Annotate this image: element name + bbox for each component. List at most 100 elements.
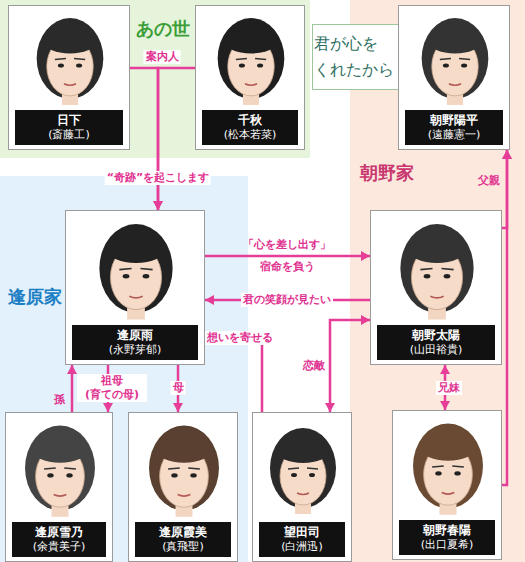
family-band: 逢原家逢原雨(永野芽郁) 逢原雪乃(余貴美子) 逢原霞美(真飛聖) xyxy=(0,176,248,562)
portrait-illustration xyxy=(393,413,503,519)
character-name: 望田司 xyxy=(259,524,345,540)
eye xyxy=(143,274,150,278)
character-box: 日下(斎藤工) xyxy=(8,5,130,150)
relation-label: 母 xyxy=(171,381,186,395)
brow xyxy=(55,59,85,60)
actor-name: (松本若菜) xyxy=(202,128,298,142)
relation-label: 父親 xyxy=(478,174,500,188)
eye xyxy=(309,473,315,477)
bangs xyxy=(429,29,482,53)
portrait-illustration xyxy=(371,213,503,324)
title-text: 君が心を くれたから xyxy=(314,31,398,83)
name-plate: 千秋(松本若菜) xyxy=(202,110,298,145)
brow xyxy=(288,468,318,469)
name-plate: 望田司(白洲迅) xyxy=(259,522,345,557)
mouth xyxy=(297,493,309,495)
hair xyxy=(25,426,95,511)
actor-name: (永野芽郁) xyxy=(72,343,198,357)
relation-label: 恋敵 xyxy=(303,359,325,373)
eye xyxy=(257,64,263,68)
character-name: 朝野陽平 xyxy=(405,112,503,128)
band-label: あの世 xyxy=(136,18,190,40)
actor-name: (出口夏希) xyxy=(399,538,495,552)
character-name: 朝野春陽 xyxy=(399,522,495,538)
relation-label: 君の笑顔が見たい xyxy=(241,293,333,307)
family-band: あの世日下(斎藤工) 千秋(松本若菜) xyxy=(0,0,310,158)
mouth xyxy=(64,84,76,86)
relation-label: 想いを寄せる xyxy=(205,331,275,345)
hair xyxy=(218,18,285,99)
portrait-illustration xyxy=(9,8,131,109)
character-box: 逢原雨(永野芽郁) xyxy=(65,210,205,365)
bangs xyxy=(420,435,475,460)
hair xyxy=(37,18,104,99)
arrow-head xyxy=(325,403,335,412)
portrait-illustration xyxy=(399,8,511,109)
brow xyxy=(168,468,200,469)
bangs xyxy=(32,437,87,462)
actor-name: (遠藤憲一) xyxy=(405,128,503,142)
character-box: 逢原霞美(真飛聖) xyxy=(128,412,238,562)
band-label: 朝野家 xyxy=(360,162,414,184)
hair xyxy=(149,426,219,511)
mouth xyxy=(54,495,67,497)
relation-label: 孫 xyxy=(54,393,65,407)
name-plate: 逢原霞美(真飛聖) xyxy=(135,522,231,557)
eye xyxy=(76,64,82,68)
mouth xyxy=(449,84,461,86)
eye xyxy=(58,64,64,68)
portrait-illustration xyxy=(6,415,114,521)
eye xyxy=(435,471,441,475)
eye xyxy=(424,274,431,278)
portrait-illustration xyxy=(196,8,306,109)
hair xyxy=(400,224,473,313)
portrait-illustration xyxy=(66,213,206,324)
name-plate: 朝野春陽(出口夏希) xyxy=(399,520,495,555)
hair xyxy=(99,224,172,313)
relation-label: 兄妹 xyxy=(436,381,462,395)
eye xyxy=(454,471,460,475)
connector-line xyxy=(205,255,370,258)
actor-name: (山田裕貴) xyxy=(377,343,495,357)
eye xyxy=(123,274,130,278)
mouth xyxy=(245,84,257,86)
mouth xyxy=(129,296,142,298)
relation-label: 祖母 (育ての母) xyxy=(77,374,147,402)
eye xyxy=(239,64,245,68)
character-name: 逢原霞美 xyxy=(135,524,231,540)
eye xyxy=(461,64,467,68)
eye xyxy=(171,473,177,477)
character-box: 千秋(松本若菜) xyxy=(195,5,305,150)
name-plate: 朝野陽平(遠藤憲一) xyxy=(405,110,503,145)
character-box: 望田司(白洲迅) xyxy=(252,412,352,562)
character-name: 千秋 xyxy=(202,112,298,128)
portrait-illustration xyxy=(253,415,353,521)
brow xyxy=(440,59,470,60)
name-plate: 逢原雪乃(余貴美子) xyxy=(12,522,106,557)
bangs xyxy=(156,437,211,462)
actor-name: (真飛聖) xyxy=(135,540,231,554)
brow xyxy=(44,468,76,469)
character-name: 逢原雪乃 xyxy=(12,524,106,540)
brow xyxy=(236,59,266,60)
brow xyxy=(119,269,152,270)
actor-name: (白洲迅) xyxy=(259,540,345,554)
character-box: 朝野陽平(遠藤憲一) xyxy=(398,5,510,150)
name-plate: 逢原雨(永野芽郁) xyxy=(72,325,198,360)
eye xyxy=(190,473,196,477)
relation-label: “奇跡”を起こします xyxy=(105,171,211,185)
name-plate: 日下(斎藤工) xyxy=(15,110,123,145)
eye xyxy=(443,64,449,68)
bangs xyxy=(107,236,165,263)
eye xyxy=(444,274,451,278)
bangs xyxy=(225,29,278,53)
character-box: 朝野太陽(山田裕貴) xyxy=(370,210,502,365)
hair xyxy=(270,428,336,508)
character-box: 朝野春陽(出口夏希) xyxy=(392,410,502,560)
band-label: 逢原家 xyxy=(8,286,62,308)
brow xyxy=(432,466,464,467)
mouth xyxy=(178,495,191,497)
mouth xyxy=(430,296,443,298)
hair xyxy=(413,424,483,509)
